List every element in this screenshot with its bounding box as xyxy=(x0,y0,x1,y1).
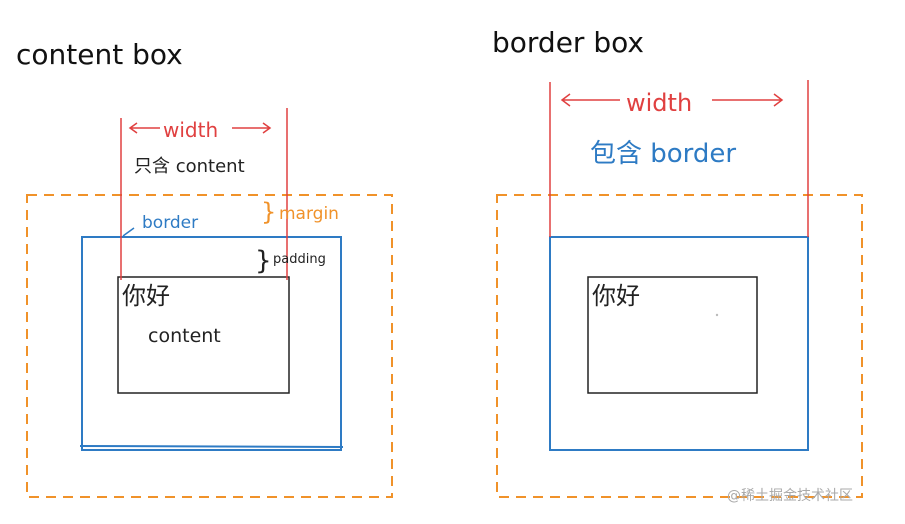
margin-brace-icon: } xyxy=(261,198,276,226)
width-label: width xyxy=(163,118,218,142)
border-label: border xyxy=(142,213,198,233)
content-area xyxy=(117,276,290,394)
margin-box xyxy=(496,194,863,498)
padding-brace-icon: } xyxy=(255,246,272,276)
content-box-title: content box xyxy=(16,38,183,71)
watermark: @稀土掘金技术社区 xyxy=(727,488,853,504)
width-note: 只含 content xyxy=(134,156,245,177)
width-label: width xyxy=(626,89,692,117)
width-arrow xyxy=(560,93,784,107)
border-bottom-line xyxy=(79,445,344,448)
padding-label: padding xyxy=(273,252,326,267)
content-label: content xyxy=(148,325,221,347)
border-box-title: border box xyxy=(492,26,644,59)
margin-box xyxy=(26,194,393,498)
width-arrow xyxy=(128,122,272,134)
border-box xyxy=(549,236,809,451)
content-area xyxy=(587,276,758,394)
margin-label: margin xyxy=(279,204,339,224)
greeting-text: 你好 xyxy=(592,282,640,310)
border-box xyxy=(81,236,342,451)
border-pointer xyxy=(122,227,135,237)
dot xyxy=(715,313,719,317)
width-note: 包含 border xyxy=(590,139,736,169)
greeting-text: 你好 xyxy=(122,282,170,310)
